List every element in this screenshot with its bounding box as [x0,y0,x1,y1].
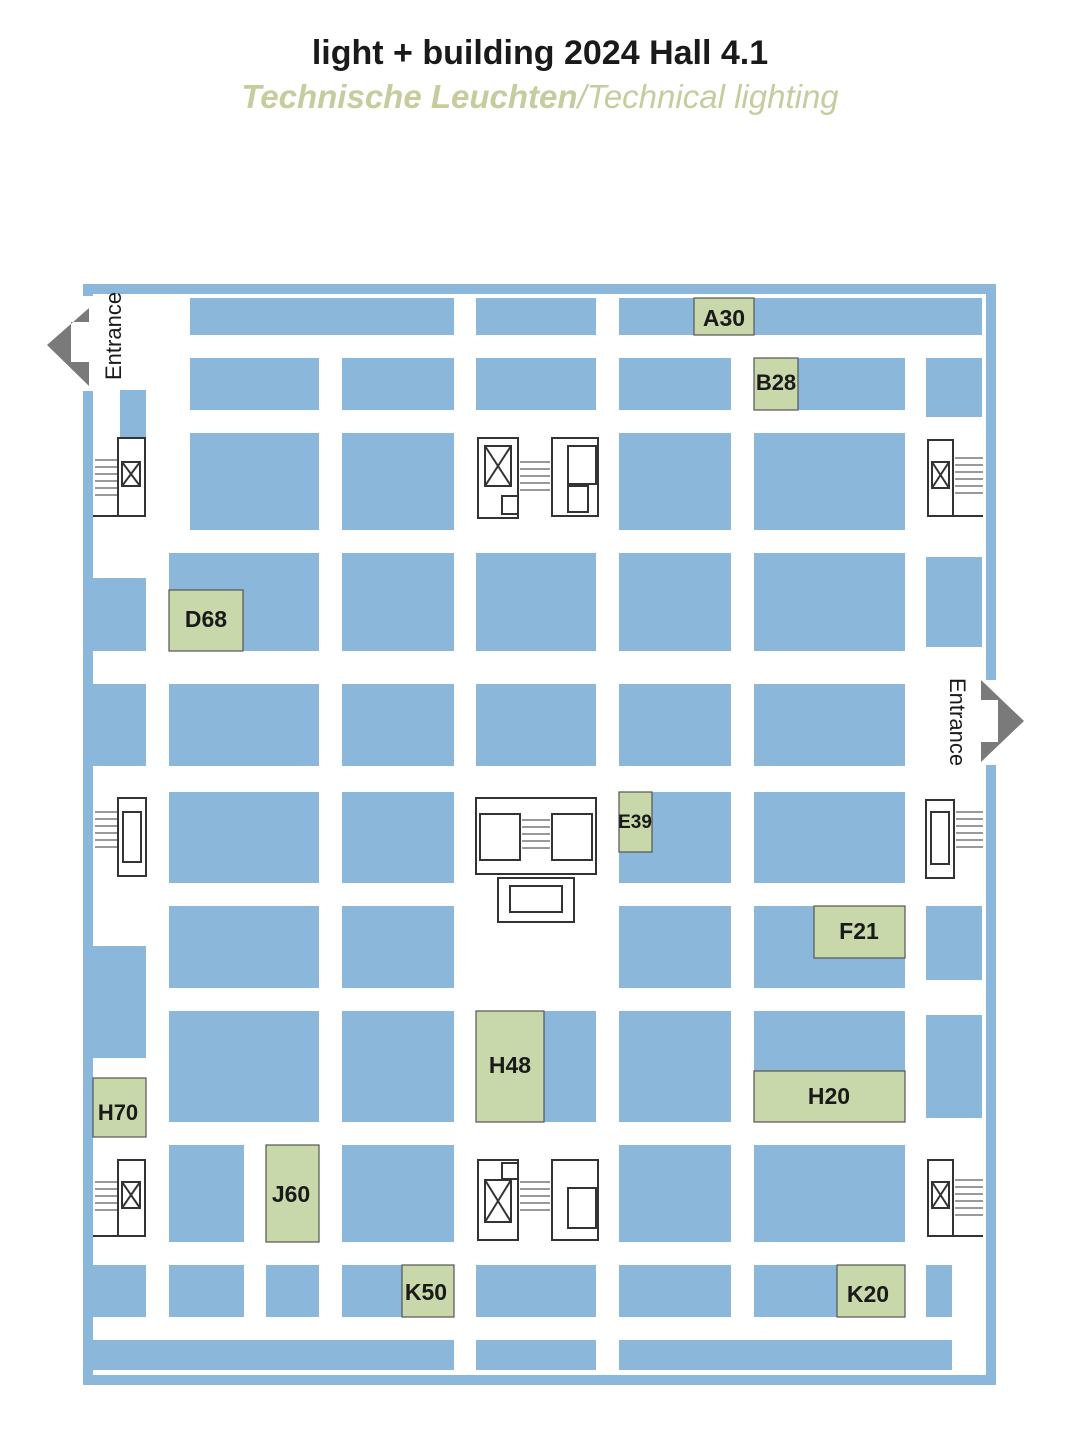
entrance-left-label: Entrance [101,292,126,380]
entrance-right-arrow-icon[interactable] [981,680,1024,762]
service-cores [93,437,983,1241]
hall-blocks [93,298,982,1370]
booth-H70[interactable] [92,1077,147,1138]
subtitle-english: Technical lighting [586,78,839,115]
booth-label-A30: A30 [703,305,745,331]
stair-core-right-3 [927,1159,983,1237]
booth-labels: A30 B28 D68 E39 F21 H48 H20 H70 J60 K50 … [98,305,889,1307]
map-subtitle: Technische Leuchten/Technical lighting [0,78,1080,116]
booth-A30[interactable] [693,297,755,336]
entrance-left-arrow-icon[interactable] [47,308,89,386]
stair-core-right-2 [925,799,983,879]
entrance-right-label: Entrance [945,678,970,766]
stair-core-center-top [477,437,599,519]
booth-label-H70: H70 [98,1100,138,1125]
stair-core-left-3 [93,1159,146,1237]
booth-K50[interactable] [401,1264,455,1318]
booth-label-E39: E39 [618,812,652,833]
booth-label-B28: B28 [756,370,796,395]
highlighted-booths [92,297,906,1318]
stair-core-left-1 [93,437,146,517]
subtitle-german: Technische Leuchten [241,78,578,115]
stair-core-center-middle [475,797,597,923]
map-title: light + building 2024 Hall 4.1 [311,34,769,72]
stair-core-center-bottom [477,1159,599,1241]
booth-label-D68: D68 [185,606,227,632]
booth-label-K20: K20 [847,1281,889,1307]
booth-H20[interactable] [753,1070,906,1123]
booth-H48[interactable] [475,1010,545,1123]
booth-K20[interactable] [836,1264,906,1318]
booth-label-H20: H20 [808,1083,850,1109]
booth-D68[interactable] [168,589,244,652]
stair-core-left-2 [95,797,147,877]
booth-B28[interactable] [753,357,799,411]
booth-label-K50: K50 [405,1279,447,1305]
booth-label-F21: F21 [839,918,879,944]
subtitle-separator: / [577,78,587,115]
stair-core-right-1 [927,439,983,517]
booth-J60[interactable] [265,1144,320,1243]
booth-E39[interactable] [618,791,653,853]
booth-label-H48: H48 [489,1052,531,1078]
booth-label-J60: J60 [272,1181,310,1207]
booth-F21[interactable] [813,905,906,959]
